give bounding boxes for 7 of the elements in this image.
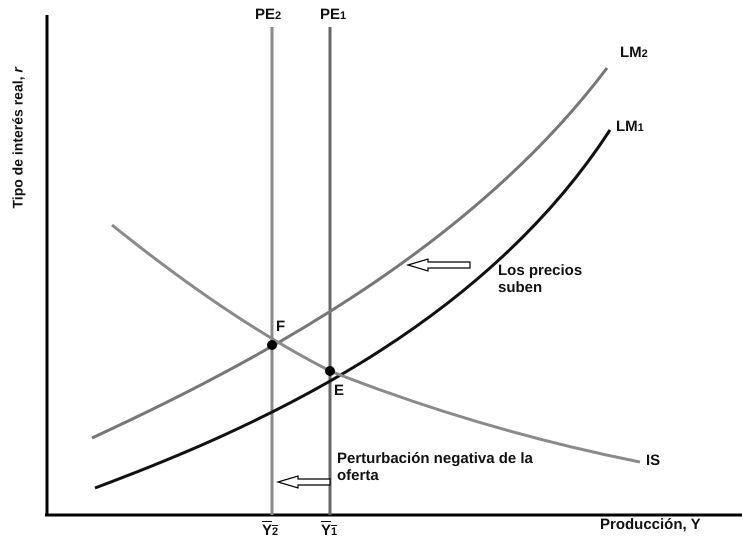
annotation-text: Perturbación negativa de la oferta bbox=[337, 450, 534, 484]
axis-label: Producción, Y bbox=[600, 516, 701, 533]
point-label: F bbox=[276, 318, 286, 335]
annotation-text: Los precios suben bbox=[498, 262, 584, 296]
curve-label: IS bbox=[646, 452, 660, 469]
axis-label: Tipo de interés real, r bbox=[10, 66, 26, 208]
point-label: E bbox=[334, 382, 344, 399]
